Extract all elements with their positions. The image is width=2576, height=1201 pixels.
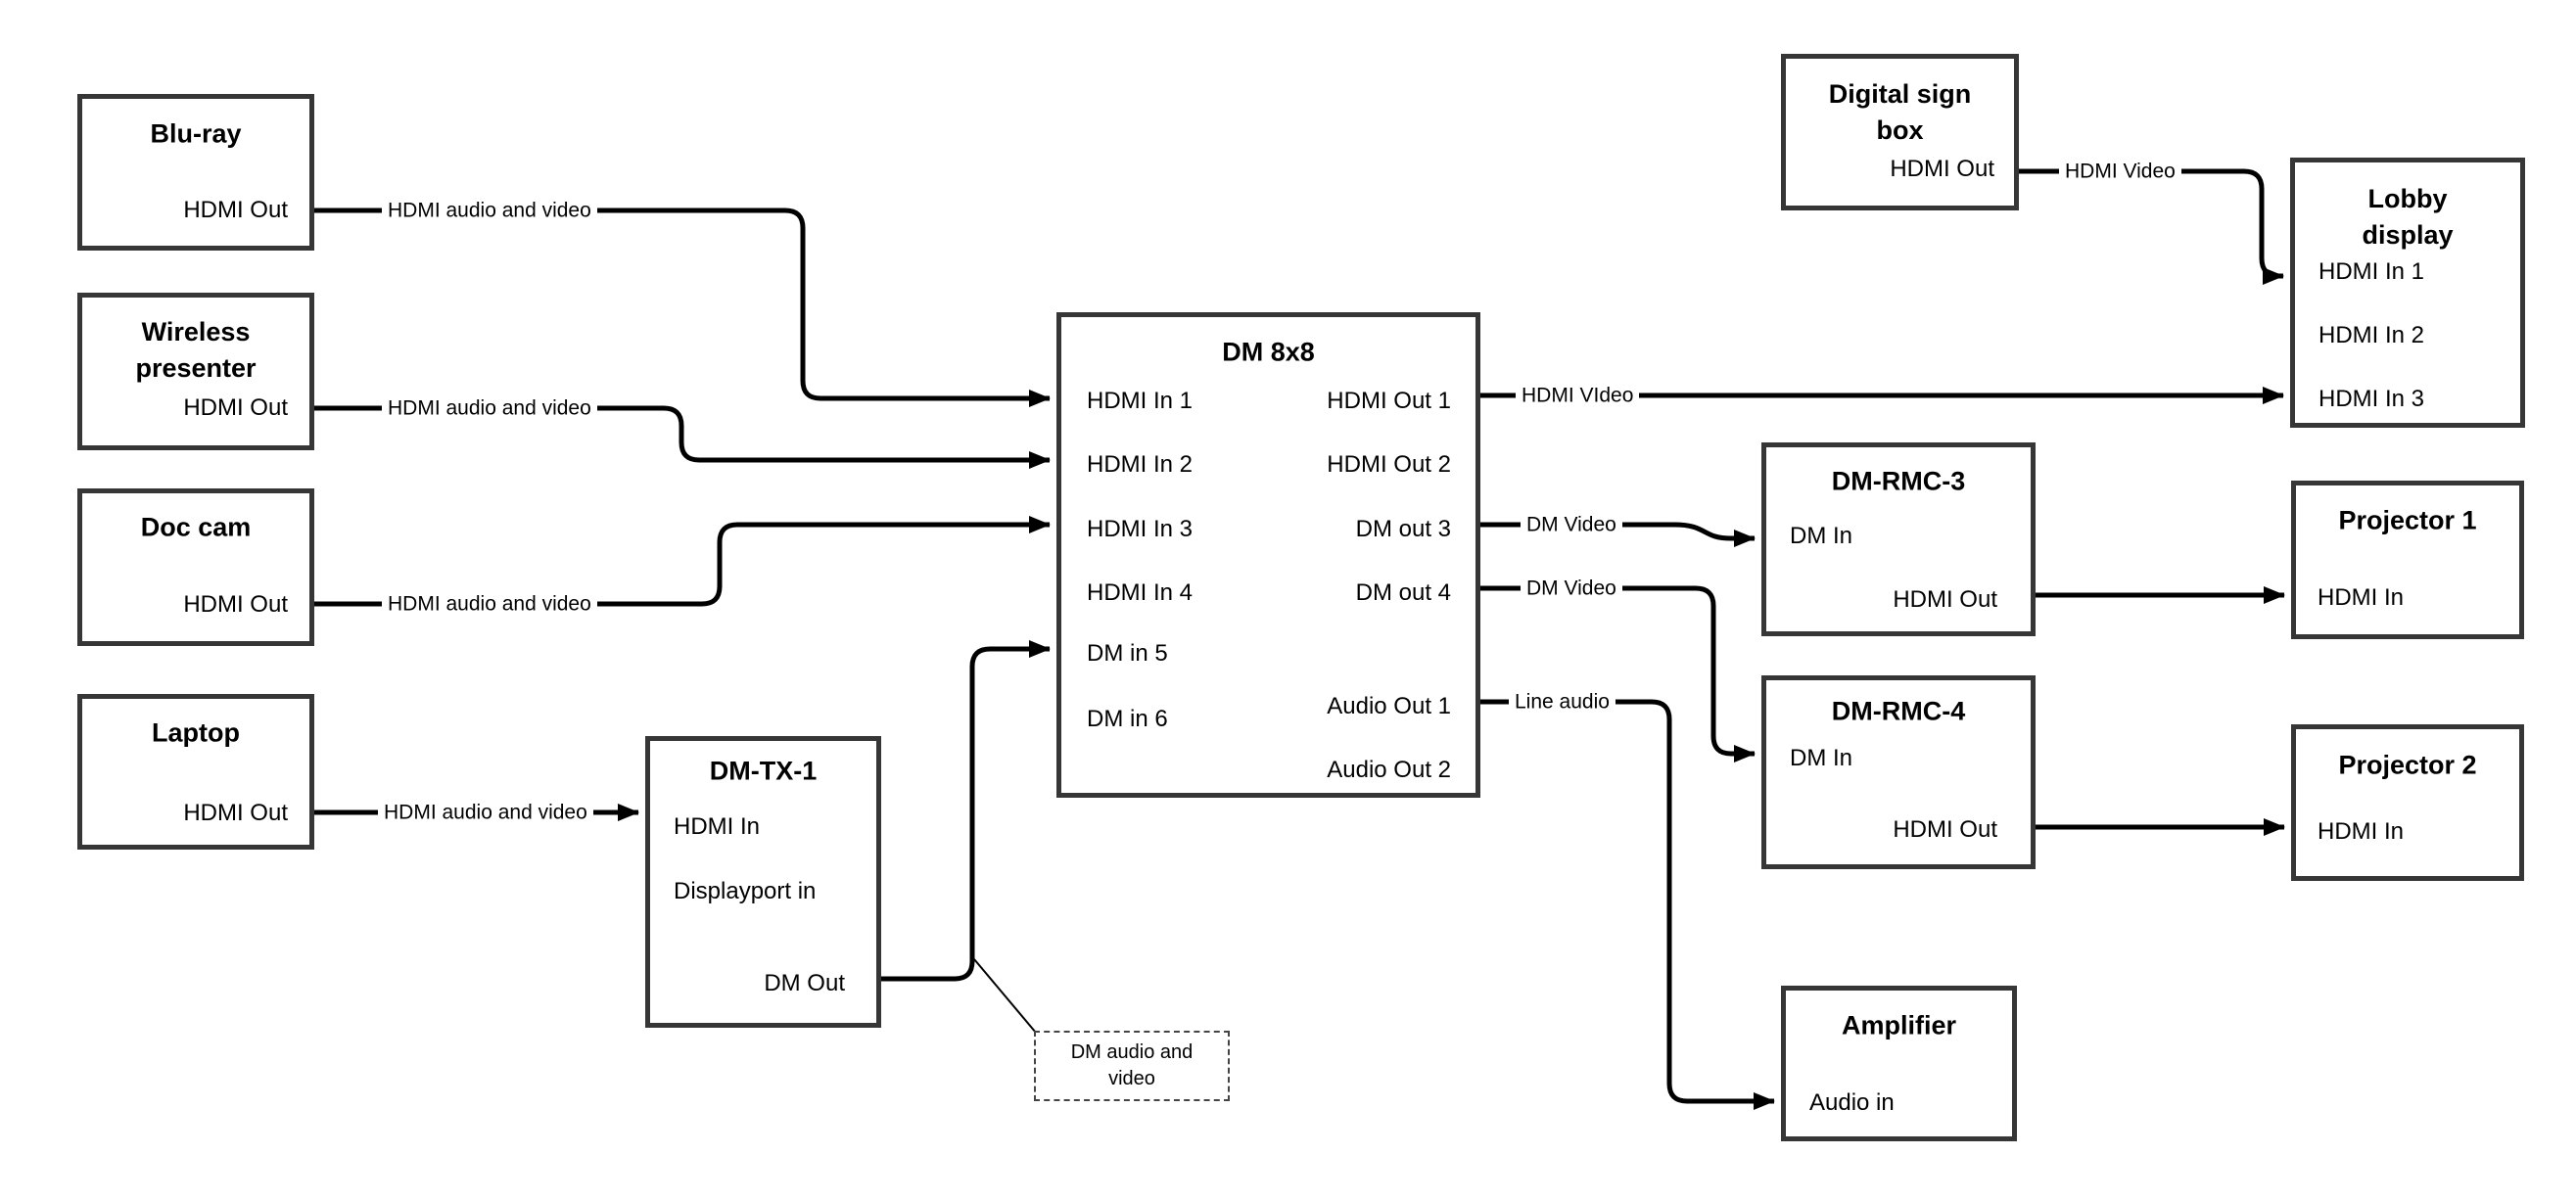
wire-label-wireless-hdmi-av: HDMI audio and video — [382, 395, 597, 421]
wire-label-bluray-hdmi-av: HDMI audio and video — [382, 198, 597, 223]
node-lobby-display-title: Lobby display — [2362, 184, 2454, 250]
wire-wireless-to-dm8x8-in2 — [314, 405, 1052, 470]
node-projector-2[interactable]: Projector 2 HDMI In — [2291, 724, 2524, 881]
port-dm-8x8-hdmi-in-2: HDMI In 2 — [1087, 451, 1194, 478]
port-doc-cam-hdmi-out: HDMI Out — [183, 591, 288, 618]
wire-doccam-to-dm8x8-in3 — [314, 516, 1052, 607]
port-dm-8x8-dm-out-3: DM out 3 — [1355, 516, 1451, 542]
callout-dm-audio-video-text: DM audio and video — [1070, 1041, 1194, 1089]
port-projector-2-hdmi-in: HDMI In — [2318, 818, 2405, 845]
node-dm-rmc-4[interactable]: DM-RMC-4 DM In HDMI Out — [1761, 675, 2036, 869]
port-dm-8x8-hdmi-in-3: HDMI In 3 — [1087, 516, 1194, 542]
node-lobby-display[interactable]: Lobby display HDMI In 1 HDMI In 2 HDMI I… — [2290, 158, 2525, 428]
port-dm-8x8-dm-in-6: DM in 6 — [1087, 706, 1168, 732]
port-dm-8x8-hdmi-out-1: HDMI Out 1 — [1327, 388, 1451, 414]
node-dm-tx-1-title: DM-TX-1 — [709, 756, 818, 786]
node-projector-1-title: Projector 1 — [2338, 505, 2477, 535]
port-lobby-hdmi-in-2: HDMI In 2 — [2318, 322, 2425, 348]
node-amplifier[interactable]: Amplifier Audio in — [1781, 986, 2017, 1141]
port-dm-rmc-3-hdmi-out: HDMI Out — [1893, 586, 1997, 613]
wire-label-hdmi-video-out1: HDMI VIdeo — [1516, 383, 1640, 408]
port-dm-8x8-audio-out-1: Audio Out 1 — [1327, 693, 1451, 719]
node-dm-rmc-4-title: DM-RMC-4 — [1831, 696, 1966, 726]
node-amplifier-title: Amplifier — [1841, 1010, 1957, 1040]
wire-signbox-to-lobby-in1 — [2019, 168, 2285, 286]
wire-label-dm-video-out3: DM Video — [1521, 512, 1622, 537]
port-dm-8x8-dm-in-5: DM in 5 — [1087, 640, 1168, 667]
wire-dm8x8-audio1-to-amplifier — [1480, 699, 1776, 1111]
node-wireless-presenter[interactable]: Wireless presenter HDMI Out — [77, 293, 314, 450]
port-bluray-hdmi-out: HDMI Out — [183, 197, 288, 223]
node-dm-8x8-title: DM 8x8 — [1222, 337, 1315, 367]
wire-bluray-to-dm8x8-in1 — [314, 208, 1052, 408]
port-dm-8x8-audio-out-2: Audio Out 2 — [1327, 757, 1451, 783]
port-dm-8x8-hdmi-out-2: HDMI Out 2 — [1327, 451, 1451, 478]
node-dm-tx-1[interactable]: DM-TX-1 HDMI In Displayport in DM Out — [645, 736, 881, 1028]
node-bluray[interactable]: Blu-ray HDMI Out — [77, 94, 314, 251]
port-dm-8x8-dm-out-4: DM out 4 — [1355, 579, 1451, 606]
wire-label-laptop-hdmi-av: HDMI audio and video — [378, 800, 593, 825]
node-doc-cam-title: Doc cam — [140, 512, 252, 542]
wire-dm8x8-out4-to-rmc4 — [1480, 585, 1756, 763]
node-dm-rmc-3[interactable]: DM-RMC-3 DM In HDMI Out — [1761, 442, 2036, 636]
wire-dm8x8-out3-to-rmc3 — [1480, 522, 1756, 548]
port-dm-tx-1-displayport-in: Displayport in — [674, 878, 817, 904]
node-projector-2-title: Projector 2 — [2338, 750, 2477, 780]
port-lobby-hdmi-in-3: HDMI In 3 — [2318, 386, 2425, 412]
wire-dmtx1-to-dm8x8-in5 — [881, 640, 1052, 982]
callout-leader-line — [973, 958, 1037, 1034]
wire-label-doccam-hdmi-av: HDMI audio and video — [382, 591, 597, 617]
node-digital-sign-box[interactable]: Digital sign box HDMI Out — [1781, 54, 2019, 210]
port-dm-rmc-4-hdmi-out: HDMI Out — [1893, 816, 1997, 843]
port-projector-1-hdmi-in: HDMI In — [2318, 584, 2405, 611]
node-projector-1[interactable]: Projector 1 HDMI In — [2291, 481, 2524, 639]
port-digital-sign-hdmi-out: HDMI Out — [1890, 156, 1994, 182]
wire-label-sign-hdmi-video: HDMI Video — [2059, 159, 2181, 184]
node-dm-rmc-3-title: DM-RMC-3 — [1831, 466, 1966, 496]
port-dm-rmc-4-dm-in: DM In — [1790, 745, 1853, 771]
node-laptop[interactable]: Laptop HDMI Out — [77, 694, 314, 850]
port-dm-tx-1-hdmi-in: HDMI In — [674, 813, 761, 840]
port-dm-rmc-3-dm-in: DM In — [1790, 523, 1853, 549]
node-digital-sign-box-title: Digital sign box — [1828, 79, 1972, 145]
node-doc-cam[interactable]: Doc cam HDMI Out — [77, 488, 314, 646]
node-bluray-title: Blu-ray — [150, 118, 242, 149]
port-wireless-hdmi-out: HDMI Out — [183, 394, 288, 421]
port-dm-tx-1-dm-out: DM Out — [764, 970, 845, 996]
node-wireless-presenter-title: Wireless presenter — [135, 317, 257, 383]
callout-dm-audio-video: DM audio and video — [1034, 1031, 1230, 1101]
port-amplifier-audio-in: Audio in — [1809, 1089, 1895, 1116]
node-dm-8x8[interactable]: DM 8x8 HDMI In 1 HDMI In 2 HDMI In 3 HDM… — [1056, 312, 1480, 798]
port-lobby-hdmi-in-1: HDMI In 1 — [2318, 258, 2425, 285]
wire-label-line-audio: Line audio — [1509, 689, 1616, 715]
port-laptop-hdmi-out: HDMI Out — [183, 800, 288, 826]
node-laptop-title: Laptop — [152, 717, 240, 748]
wire-label-dm-video-out4: DM Video — [1521, 576, 1622, 601]
port-dm-8x8-hdmi-in-1: HDMI In 1 — [1087, 388, 1194, 414]
port-dm-8x8-hdmi-in-4: HDMI In 4 — [1087, 579, 1194, 606]
